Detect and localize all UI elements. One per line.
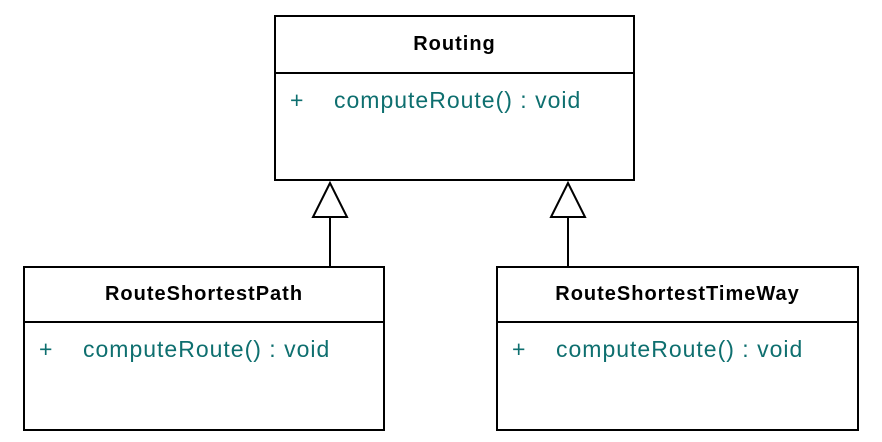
generalization-arrow-shortest-time-way-to-routing	[549, 180, 587, 266]
method-signature: computeRoute() : void	[83, 336, 331, 362]
class-method: + computeRoute() : void	[290, 86, 627, 114]
generalization-arrow-shortest-path-to-routing	[311, 180, 349, 266]
class-method: + computeRoute() : void	[39, 335, 377, 363]
class-box-route-shortest-path: RouteShortestPath + computeRoute() : voi…	[23, 266, 385, 431]
class-method: + computeRoute() : void	[512, 335, 851, 363]
method-signature: computeRoute() : void	[556, 336, 804, 362]
class-methods-compartment: + computeRoute() : void	[498, 323, 857, 429]
method-visibility: +	[290, 87, 305, 113]
hollow-triangle-arrowhead-icon	[311, 180, 349, 218]
method-visibility: +	[512, 336, 527, 362]
method-visibility: +	[39, 336, 54, 362]
class-name: Routing	[276, 17, 633, 74]
class-methods-compartment: + computeRoute() : void	[25, 323, 383, 429]
class-box-route-shortest-time-way: RouteShortestTimeWay + computeRoute() : …	[496, 266, 859, 431]
class-name: RouteShortestPath	[25, 268, 383, 323]
hollow-triangle-arrowhead-icon	[549, 180, 587, 218]
class-methods-compartment: + computeRoute() : void	[276, 74, 633, 179]
class-name: RouteShortestTimeWay	[498, 268, 857, 323]
method-signature: computeRoute() : void	[334, 87, 582, 113]
class-box-routing: Routing + computeRoute() : void	[274, 15, 635, 181]
